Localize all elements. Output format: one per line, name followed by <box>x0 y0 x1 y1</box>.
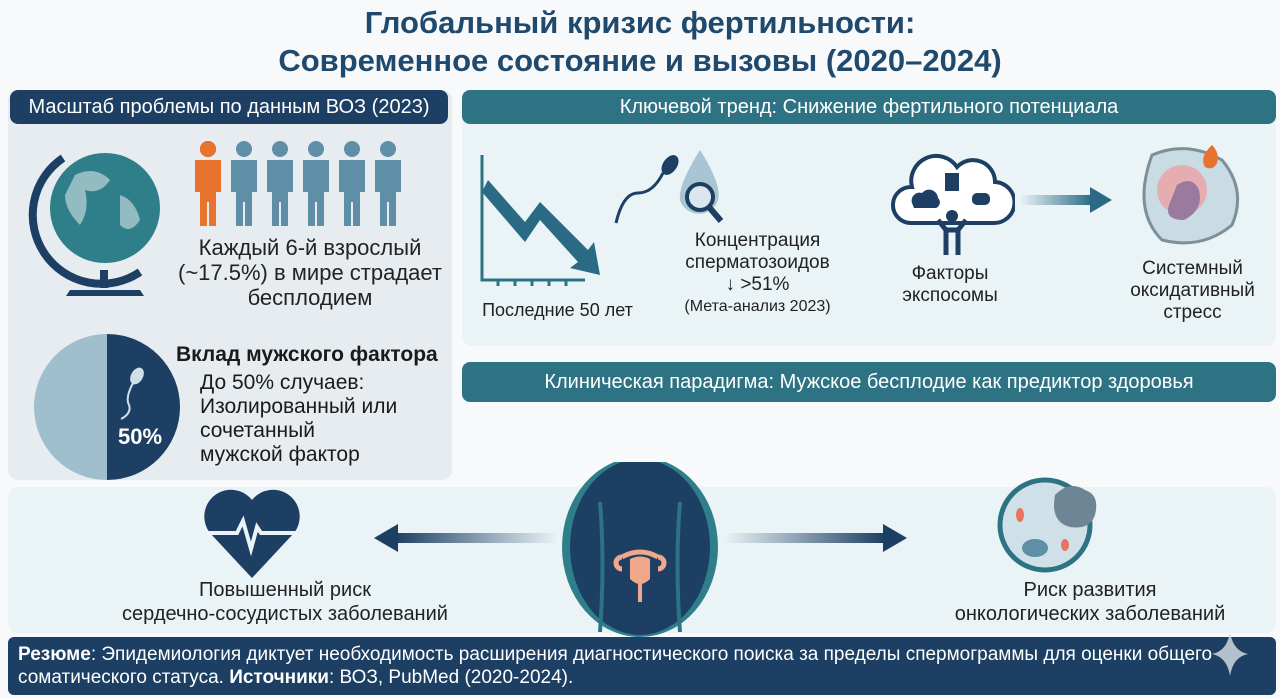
male-factor-heading: Вклад мужского фактора <box>176 343 438 366</box>
declining-chart-icon <box>480 155 600 286</box>
text-line: оксидативный <box>1130 280 1255 301</box>
oxidative-stress-text: Системный оксидативный стресс <box>1110 258 1275 324</box>
text-line: сперматозоидов <box>685 252 830 273</box>
person-icon <box>231 141 401 226</box>
trend-label-50-years: Последние 50 лет <box>482 300 633 320</box>
sources-label: Источники <box>229 667 329 688</box>
oxidative-cell-icon <box>1142 145 1240 245</box>
title-line-2: Современное состояние и вызовы (2020–202… <box>278 43 1002 78</box>
male-factor-text: До 50% случаев: Изолированный или сочета… <box>200 371 397 467</box>
trend-panel-header: Ключевой тренд: Снижение фертильного пот… <box>462 90 1276 124</box>
sperm-magnifier-icon <box>614 150 724 224</box>
pie-label: 50% <box>118 424 163 449</box>
text-line: Концентрация <box>694 230 821 251</box>
infertility-stat: Каждый 6-й взрослый (~17.5%) в мире стра… <box>160 235 460 310</box>
summary-bar: Резюме: Эпидемиология диктует необходимо… <box>8 637 1276 695</box>
sperm-concentration-text: Концентрация сперматозоидов ↓ >51% (Мета… <box>655 230 860 318</box>
torso-reproductive-icon <box>562 462 718 637</box>
sources-text: : ВОЗ, PubMed (2020-2024). <box>329 667 574 688</box>
male-factor-line: сочетанный <box>200 419 315 442</box>
clinical-header: Клиническая парадигма: Мужское бесплодие… <box>462 362 1276 402</box>
who-panel-header: Масштаб проблемы по данным ВОЗ (2023) <box>10 90 448 124</box>
stat-line: Каждый 6-й взрослый <box>198 235 422 260</box>
summary-label: Резюме <box>18 644 91 665</box>
male-factor-line: мужской фактор <box>200 443 360 466</box>
trend-panel <box>462 90 1276 346</box>
male-factor-line: Изолированный или <box>200 395 398 418</box>
exposome-cloud-icon <box>890 153 1015 255</box>
text-line: онкологических заболеваний <box>954 603 1226 625</box>
title-line-1: Глобальный кризис фертильности: <box>364 5 916 40</box>
text-line: Системный <box>1142 258 1243 279</box>
arrow-right-icon <box>725 524 907 552</box>
pie-slice-male <box>107 334 180 480</box>
text-line: (Мета-анализ 2023) <box>684 298 831 315</box>
summary-text: : Эпидемиология диктует необходимость ра… <box>18 644 1213 688</box>
male-factor-line: До 50% случаев: <box>200 371 365 394</box>
text-line: Факторы <box>911 263 989 284</box>
text-line: стресс <box>1163 302 1222 323</box>
male-factor-pie <box>34 334 180 480</box>
text-line: сердечно-сосудистых заболеваний <box>122 603 448 625</box>
text-line: ↓ >51% <box>725 274 790 295</box>
arrow-left-icon <box>374 524 557 552</box>
text-line: экспосомы <box>902 285 998 306</box>
arrow-right-icon <box>1020 187 1112 213</box>
people-row <box>190 140 410 231</box>
stat-line: (~17.5%) в мире страдает <box>178 260 442 285</box>
heart-pulse-icon <box>204 489 300 578</box>
text-line: Риск развития <box>1023 579 1157 601</box>
person-highlighted-icon <box>195 141 221 226</box>
cancer-risk-text: Риск развития онкологических заболеваний <box>930 578 1250 626</box>
cardio-risk-text: Повышенный риск сердечно-сосудистых забо… <box>120 578 450 626</box>
sparkle-icon <box>1212 632 1248 676</box>
stat-line: бесплодием <box>247 285 373 310</box>
exposome-text: Факторы экспосомы <box>880 263 1020 307</box>
pie-slice-other <box>34 334 107 480</box>
cancer-cell-icon <box>997 477 1097 573</box>
text-line: Повышенный риск <box>199 579 371 601</box>
globe-icon <box>28 153 160 296</box>
sperm-icon <box>130 367 144 385</box>
